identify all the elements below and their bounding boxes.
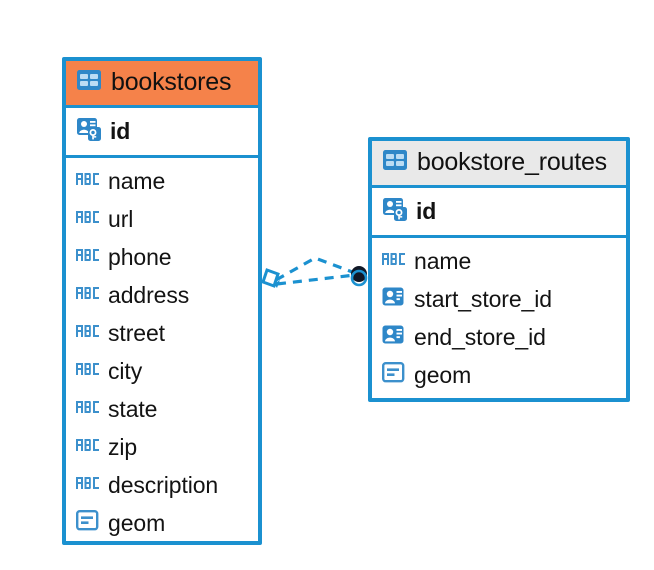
diamond-arrow-marker bbox=[261, 268, 280, 288]
field-row-phone[interactable]: phone bbox=[66, 238, 258, 276]
relationship-connector[interactable] bbox=[255, 240, 380, 320]
field-row-address[interactable]: address bbox=[66, 276, 258, 314]
field-label: name bbox=[108, 167, 166, 194]
text-abc-icon bbox=[76, 399, 100, 420]
primary-key-section: id bbox=[372, 185, 626, 238]
text-abc-icon bbox=[76, 209, 100, 230]
field-row-state[interactable]: state bbox=[66, 390, 258, 428]
entity-header-bookstores[interactable]: bookstores bbox=[66, 61, 258, 105]
primary-key-icon bbox=[76, 116, 102, 147]
filled-circle-ring bbox=[350, 269, 368, 287]
geometry-icon bbox=[76, 509, 100, 537]
field-list: name bbox=[66, 158, 258, 547]
text-abc-icon bbox=[76, 361, 100, 382]
geometry-icon bbox=[382, 361, 406, 389]
relationship-line-direct bbox=[276, 273, 356, 286]
field-row-id[interactable]: id bbox=[372, 188, 626, 235]
entity-title: bookstores bbox=[111, 68, 232, 96]
field-row-description[interactable]: description bbox=[66, 466, 258, 504]
field-label: url bbox=[108, 205, 134, 232]
foreign-key-icon bbox=[382, 286, 406, 312]
field-label: start_store_id bbox=[414, 285, 552, 312]
field-label: id bbox=[110, 118, 131, 144]
field-label: city bbox=[108, 357, 143, 384]
table-icon bbox=[382, 149, 408, 176]
field-label: description bbox=[108, 471, 219, 498]
relationship-line-bent bbox=[275, 256, 356, 282]
field-label: name bbox=[414, 247, 472, 274]
field-row-name[interactable]: name bbox=[372, 242, 626, 280]
entity-header-bookstore-routes[interactable]: bookstore_routes bbox=[372, 141, 626, 185]
text-abc-icon bbox=[76, 323, 100, 344]
field-label: address bbox=[108, 281, 190, 308]
table-icon bbox=[76, 69, 102, 96]
field-row-name[interactable]: name bbox=[66, 162, 258, 200]
field-row-url[interactable]: url bbox=[66, 200, 258, 238]
entity-title: bookstore_routes bbox=[417, 148, 607, 176]
field-row-start-store-id[interactable]: start_store_id bbox=[372, 280, 626, 318]
field-label: street bbox=[108, 319, 165, 346]
field-label: id bbox=[416, 198, 437, 224]
entity-table-bookstores[interactable]: bookstores bbox=[62, 57, 262, 545]
field-label: zip bbox=[108, 433, 138, 460]
field-label: state bbox=[108, 395, 158, 422]
entity-table-bookstore-routes[interactable]: bookstore_routes bbox=[368, 137, 630, 402]
text-abc-icon bbox=[76, 475, 100, 496]
field-row-city[interactable]: city bbox=[66, 352, 258, 390]
primary-key-icon bbox=[382, 196, 408, 227]
field-list: name start_store_id bbox=[372, 238, 626, 399]
field-row-zip[interactable]: zip bbox=[66, 428, 258, 466]
text-abc-icon bbox=[76, 247, 100, 268]
text-abc-icon bbox=[76, 437, 100, 458]
text-abc-icon bbox=[382, 251, 406, 272]
field-label: end_store_id bbox=[414, 323, 546, 350]
field-label: phone bbox=[108, 243, 172, 270]
field-label: geom bbox=[108, 509, 166, 536]
field-row-street[interactable]: street bbox=[66, 314, 258, 352]
filled-circle-marker bbox=[351, 266, 367, 282]
primary-key-section: id bbox=[66, 105, 258, 158]
field-row-end-store-id[interactable]: end_store_id bbox=[372, 318, 626, 356]
field-row-geom[interactable]: geom bbox=[372, 356, 626, 394]
foreign-key-icon bbox=[382, 324, 406, 350]
field-row-geom[interactable]: geom bbox=[66, 504, 258, 542]
field-row-id[interactable]: id bbox=[66, 108, 258, 155]
text-abc-icon bbox=[76, 285, 100, 306]
field-label: geom bbox=[414, 361, 472, 388]
text-abc-icon bbox=[76, 171, 100, 192]
